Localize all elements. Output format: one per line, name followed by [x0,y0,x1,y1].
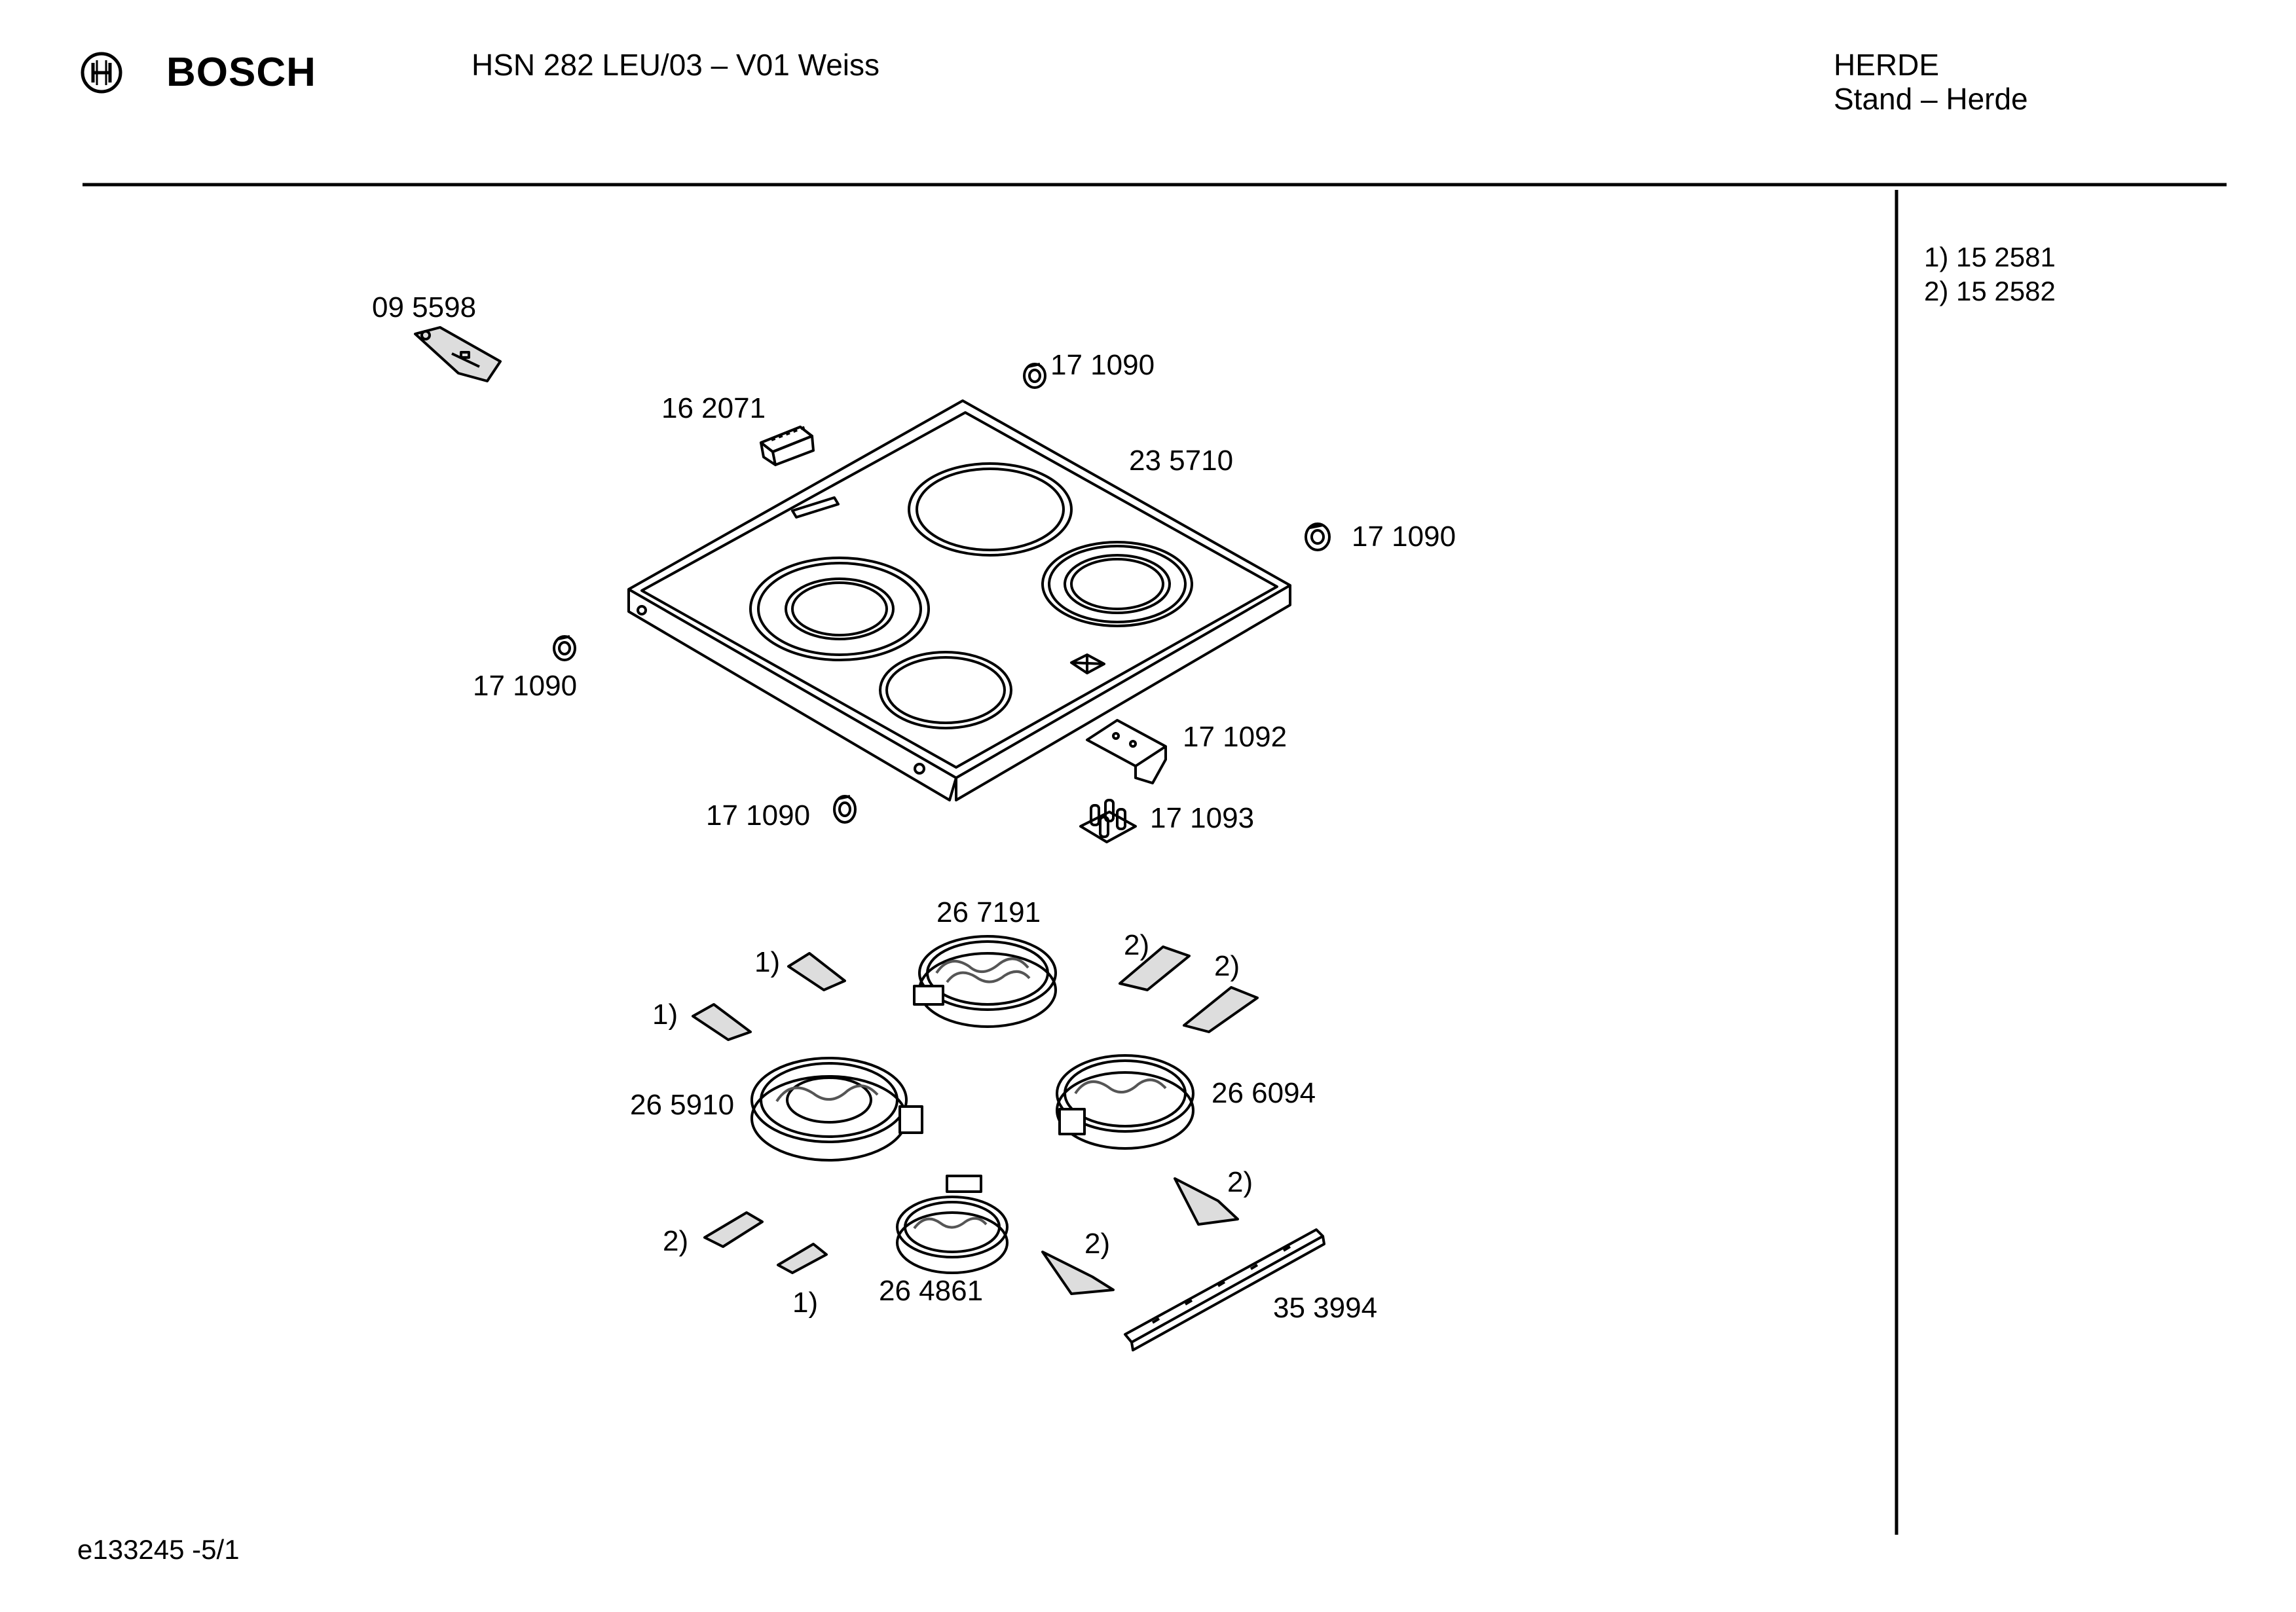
callout-marker: 2) [1084,1228,1111,1260]
model-title: HSN 282 LEU/03 – V01 Weiss [472,48,880,82]
part-353994-strip [1124,1228,1325,1351]
part-label-353994: 35 3994 [1273,1292,1378,1324]
part-162071-clip [760,426,815,466]
part-171093-terminal [1079,799,1137,843]
drawing-code: e133245 -5/1 [77,1534,240,1565]
category-title: HERDE [1834,48,1940,82]
part-171090c-buffer [553,635,576,661]
part-265910-heating-element [750,1057,923,1162]
part-171090a-buffer [1023,363,1046,389]
part-label-171092: 17 1092 [1183,721,1287,753]
callout-marker: 1) [754,946,781,978]
callout-marker: 1) [792,1287,819,1319]
callout-marker: 2) [1227,1166,1253,1198]
part-label-162071: 16 2071 [661,392,766,424]
part-095598-bracket [414,326,502,382]
part-label-171090c: 17 1090 [473,670,578,702]
part-label-095598: 09 5598 [372,291,477,323]
legend-item-1: 1) 15 2581 [1924,242,2056,272]
part-label-171093: 17 1093 [1150,802,1255,834]
part-171092-bracket [1086,719,1167,784]
legend-item-2: 2) 15 2582 [1924,276,2056,306]
brand-name: BOSCH [166,50,316,95]
part-label-235710: 23 5710 [1129,445,1234,477]
subcategory-title: Stand – Herde [1834,82,2028,116]
callout-marker: 2) [1124,929,1150,961]
part-label-267191: 26 7191 [936,896,1041,928]
part-264861-heating-element [896,1175,1009,1274]
callout-marker: 2) [1214,950,1240,982]
part-267191-heating-element [913,935,1057,1028]
part-label-171090a: 17 1090 [1050,349,1155,381]
part-label-171090d: 17 1090 [706,799,811,832]
callout-marker: 2) [663,1225,689,1257]
part-266094-heating-element [1056,1054,1194,1150]
part-label-171090b: 17 1090 [1352,521,1456,553]
part-171090d-buffer [833,795,857,824]
part-171090b-buffer [1305,522,1331,551]
part-235710-cooktop [627,399,1291,801]
bosch-logo-icon [80,51,123,94]
part-label-265910: 26 5910 [630,1089,735,1121]
callout-marker: 1) [652,998,678,1031]
part-label-266094: 26 6094 [1212,1077,1316,1109]
part-label-264861: 26 4861 [879,1275,984,1307]
clip-group [692,945,1259,1295]
